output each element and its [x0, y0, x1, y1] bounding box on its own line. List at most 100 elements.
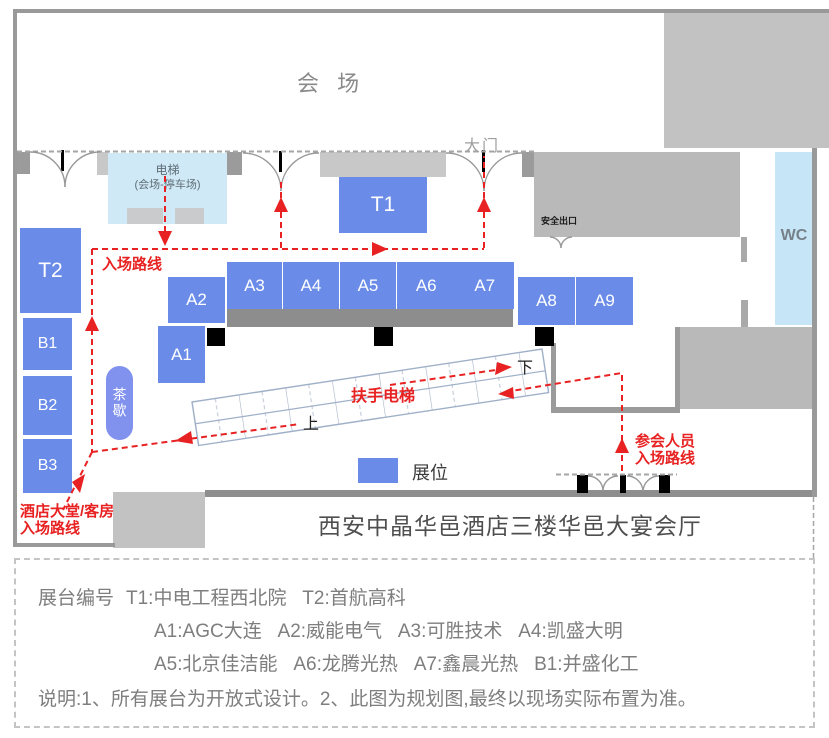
booth-a2: A2	[168, 277, 225, 323]
arrow-gate-up	[477, 197, 491, 212]
door-arc-south2-b	[642, 475, 660, 492]
legend-booth-swatch	[358, 458, 398, 483]
legend-row1-label: 展台编号	[38, 588, 115, 609]
tea-break-label: 茶歇	[111, 387, 128, 419]
wall-top	[13, 9, 829, 13]
door-arc-mid-b	[280, 152, 320, 192]
wc-label: WC	[780, 227, 808, 244]
booth-t2: T2	[20, 228, 81, 313]
jamb-left-a	[17, 152, 30, 174]
pillar-3	[535, 327, 554, 346]
booth-b2: B2	[23, 376, 72, 435]
booth-a2-label: A2	[186, 290, 207, 309]
pocket-room-wall-bottom	[551, 407, 680, 413]
door-post-left	[61, 150, 64, 171]
bottom-left-block	[113, 492, 205, 548]
booth-a4: A4	[283, 262, 340, 309]
door-arc-gate-a	[445, 152, 485, 192]
booth-a6-label: A6	[415, 275, 437, 295]
booth-b1: B1	[23, 318, 72, 370]
booth-t1-label: T1	[370, 193, 396, 216]
pillar-2	[374, 327, 393, 346]
south-door-post-right	[659, 475, 670, 493]
door-arc-left-a	[29, 151, 66, 188]
booth-a3: A3	[227, 262, 283, 309]
booth-a8: A8	[518, 277, 576, 325]
escalator-up-label: 上	[303, 416, 320, 433]
stage-area-block	[664, 9, 829, 148]
route-escalator-down-lane	[389, 368, 504, 386]
attendee-route-line1: 参会人员	[635, 433, 696, 450]
wall-left	[13, 9, 17, 546]
booth-row-a3-a7: A3 A4 A5 A6 A7	[227, 262, 514, 309]
door-post-mid	[279, 151, 282, 172]
arrow-elevator-down	[158, 231, 172, 246]
door-arc-south2-a	[626, 475, 644, 492]
arrow-escalator-right	[495, 362, 512, 375]
arrow-escalator-left	[175, 431, 193, 444]
wall-strip-above-t1	[320, 152, 446, 177]
booth-b3: B3	[23, 439, 72, 493]
booth-b2-label: B2	[37, 396, 58, 414]
arrow-mid-door-up	[274, 197, 288, 212]
escalator-label: 扶手电梯	[351, 388, 416, 405]
hotel-route-line2: 入场路线	[20, 520, 81, 537]
escalator-down-label: 下	[517, 360, 534, 377]
elevator-label-line2: (会场-停车场)	[134, 179, 201, 191]
gate-label: 大门	[464, 138, 501, 155]
booth-a1: A1	[158, 326, 205, 383]
booth-a7-label: A7	[474, 275, 496, 295]
south-door-post-mid	[620, 475, 626, 493]
booth-t1: T1	[339, 177, 427, 233]
wall-right	[812, 148, 817, 497]
tea-break-area: 茶歇	[106, 366, 133, 440]
door-arc-left-b	[64, 151, 101, 188]
door-arc-mid-a	[242, 152, 282, 192]
booth-a5-label: A5	[357, 275, 379, 295]
booth-a6-a7: A6 A7	[397, 262, 514, 309]
booth-t2-label: T2	[38, 258, 63, 282]
pillar-1	[207, 328, 225, 346]
booth-a1-label: A1	[171, 344, 192, 364]
entry-route-label: 入场路线	[102, 256, 163, 273]
arrow-lobby	[72, 474, 85, 493]
booth-row-a8-a9: A8 A9	[518, 277, 633, 325]
wall-bottom	[205, 490, 815, 497]
arrow-corridor-right	[372, 242, 388, 256]
pocket-room-wall-right	[675, 327, 680, 413]
safety-exit-label: 安全出口	[541, 216, 578, 226]
elevator-car-left	[127, 208, 163, 224]
booth-a9: A9	[576, 277, 633, 325]
arrow-left-up	[85, 316, 99, 331]
booth-a8-label: A8	[536, 291, 557, 310]
legend-row1: T1:中电工程西北院 T2:首航高科	[126, 588, 406, 609]
elevator-label-line1: 电梯	[155, 163, 180, 177]
route-attendee	[504, 371, 623, 471]
booth-b3-label: B3	[37, 457, 58, 474]
elevator-car-right	[175, 208, 204, 224]
booth-a4-label: A4	[300, 275, 322, 295]
pocket-room-wall-left	[551, 343, 556, 411]
booth-a9-label: A9	[594, 291, 615, 310]
hotel-route-label: 酒店大堂/客房 入场路线	[20, 503, 114, 537]
stage-bar-a-row	[227, 309, 513, 327]
legend-box: 展台编号 T1:中电工程西北院 T2:首航高科 A1:AGC大连 A2:威能电气…	[14, 558, 815, 728]
attendee-route-line2: 入场路线	[635, 450, 696, 467]
legend-row3: A5:北京佳洁能 A6:龙腾光热 A7:鑫晨光热 B1:并盛化工	[154, 654, 639, 675]
door-arc-safety-a	[549, 236, 562, 249]
wc-room	[775, 152, 813, 325]
hall-title: 西安中晶华邑酒店三楼华邑大宴会厅	[318, 513, 702, 539]
door-arc-south1-b	[602, 475, 619, 492]
elevator-label: 电梯 (会场-停车场)	[108, 163, 227, 193]
legend-booth-label: 展位	[412, 463, 448, 483]
booth-a3-label: A3	[244, 275, 265, 295]
corridor-wall-stub-bottom	[741, 300, 748, 327]
corridor-wall-stub-top	[741, 237, 747, 262]
legend-row2: A1:AGC大连 A2:威能电气 A3:可胜技术 A4:凯盛大明	[154, 621, 623, 642]
attendee-route-label: 参会人员 入场路线	[635, 433, 695, 467]
door-arc-safety-b	[560, 236, 573, 249]
legend-note: 说明:1、所有展台为开放式设计。2、此图为规划图,最终以现场实际布置为准。	[38, 689, 697, 710]
booth-b1-label: B1	[37, 335, 58, 352]
bottom-right-block	[678, 327, 812, 409]
